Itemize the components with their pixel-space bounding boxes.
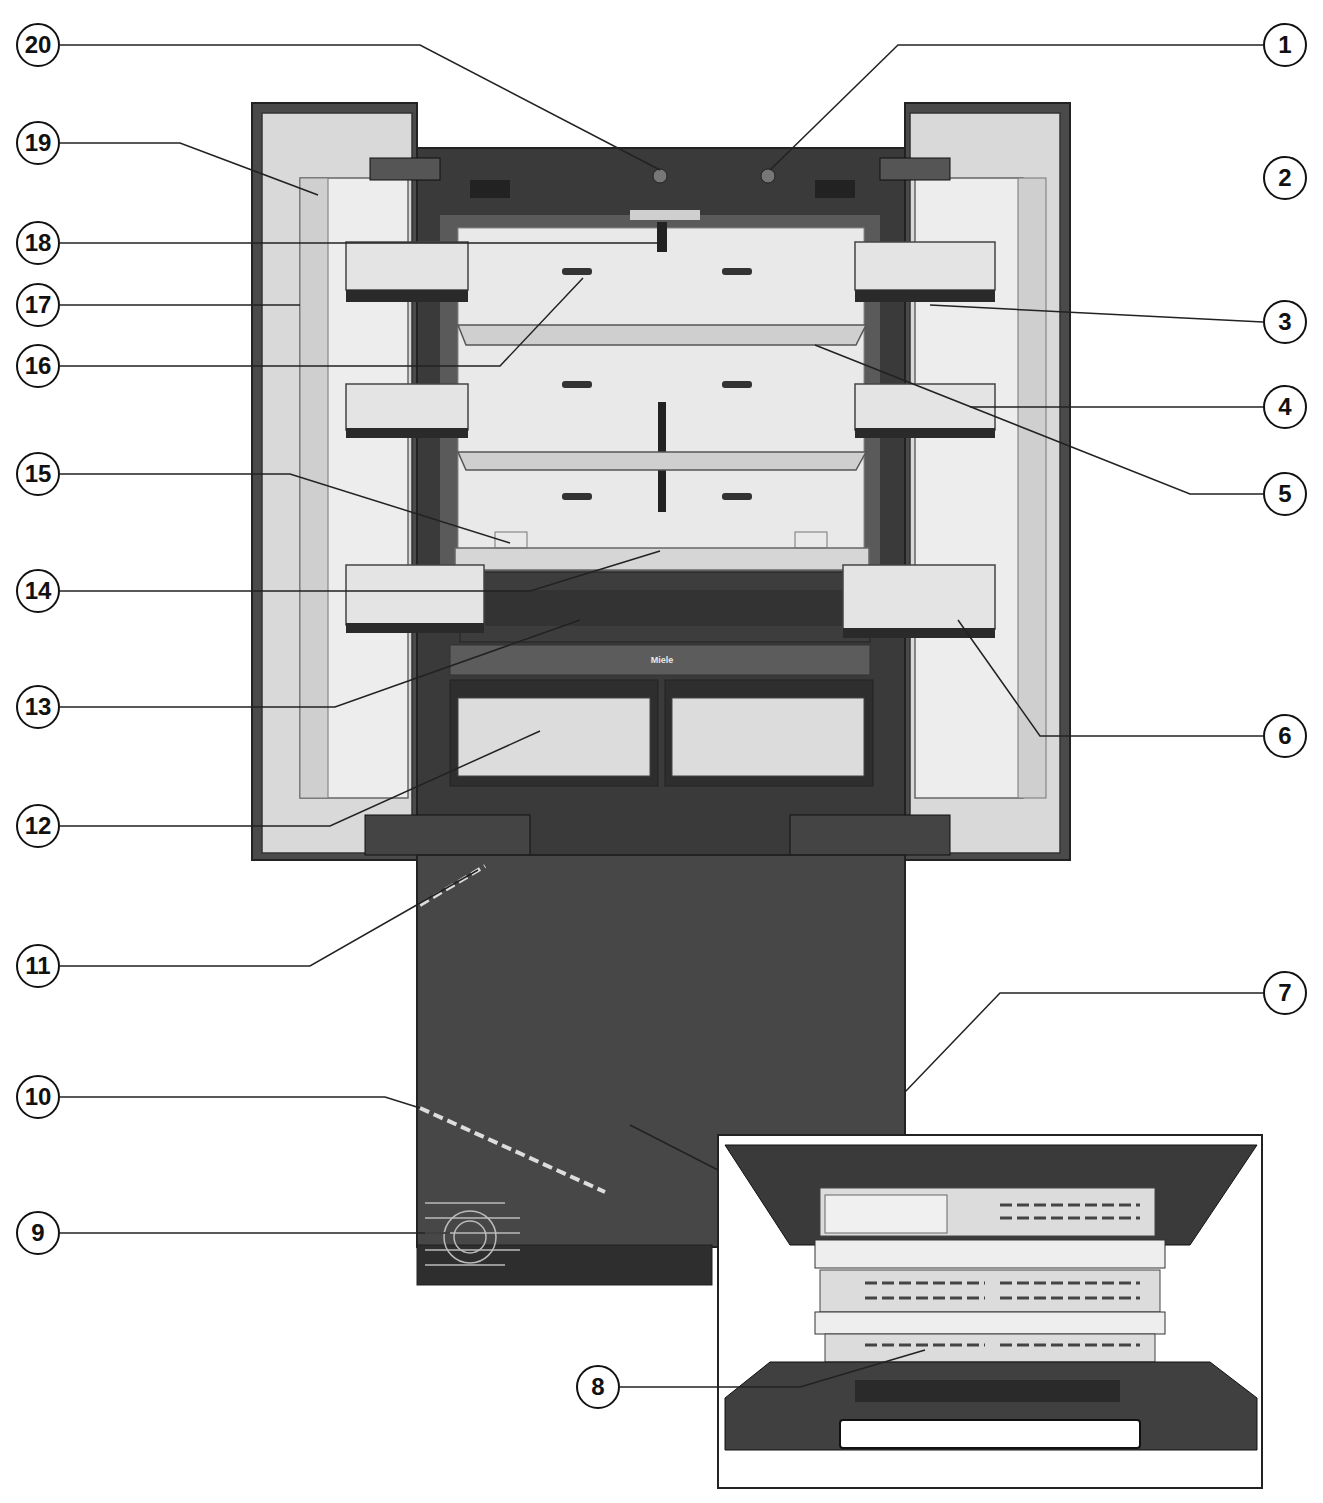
callout-number: 18 [16,221,60,265]
callout-number: 13 [16,685,60,729]
callout-number: 2 [1263,156,1307,200]
brand-text: Miele [651,656,674,665]
callout-number: 4 [1263,385,1307,429]
callout-number: 11 [16,944,60,988]
callout-number: 12 [16,804,60,848]
callout-number: 14 [16,569,60,613]
callout-number: 8 [576,1365,620,1409]
callout-number: 10 [16,1075,60,1119]
callout-number: 1 [1263,23,1307,67]
callout-number: 17 [16,283,60,327]
callout-number: 20 [16,23,60,67]
callout-number: 3 [1263,300,1307,344]
callout-number: 6 [1263,714,1307,758]
callout-number: 16 [16,344,60,388]
callout-number: 19 [16,121,60,165]
callout-number: 9 [16,1211,60,1255]
callout-number: 7 [1263,971,1307,1015]
callout-number: 5 [1263,472,1307,516]
callout-number: 15 [16,452,60,496]
